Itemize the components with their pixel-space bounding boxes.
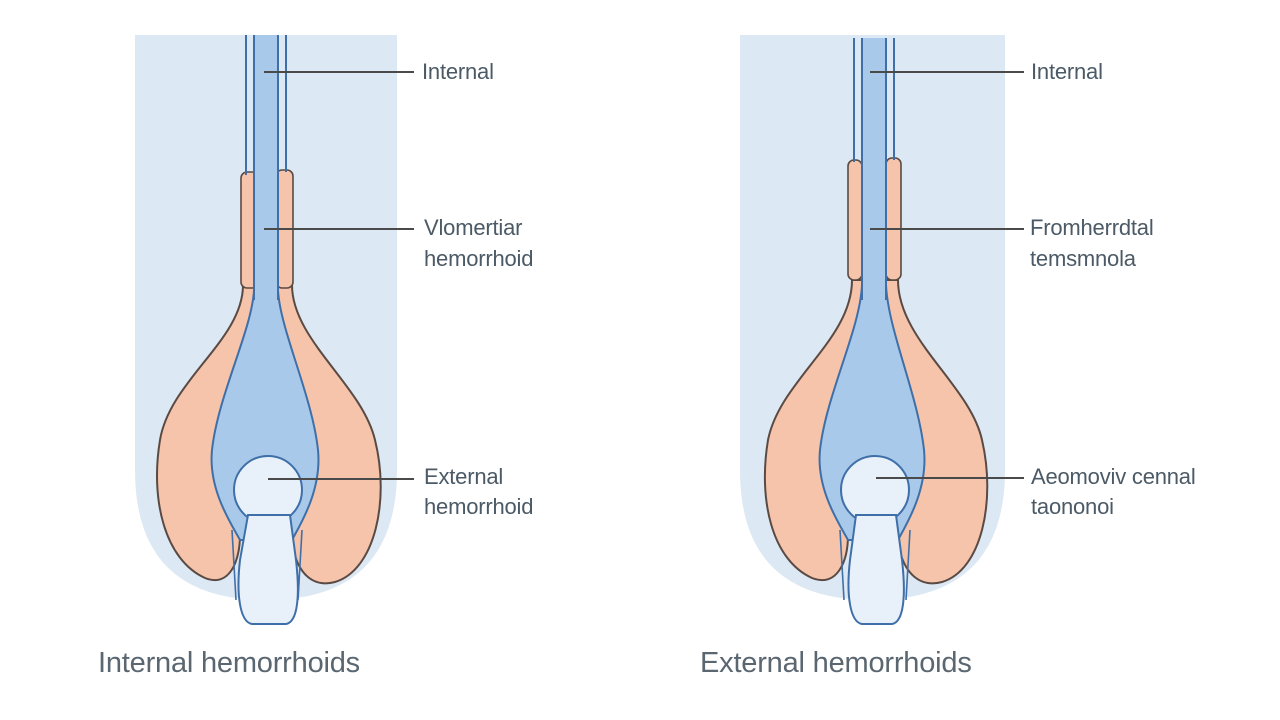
left-label-bottom-line2: hemorrhoid — [424, 494, 534, 519]
left-diagram — [135, 35, 414, 625]
right-label-middle-line1: Fromherrdtal — [1030, 215, 1154, 240]
right-canal-detail-1 — [839, 529, 845, 601]
right-vessel-tube — [862, 38, 886, 300]
right-caption: External hemorrhoids — [700, 647, 972, 679]
right-label-bottom-line1: Aeomoviv cennal — [1031, 464, 1196, 489]
left-canal-detail-1 — [231, 529, 237, 601]
left-label-middle-line1: Vlomertiar — [424, 215, 523, 240]
right-label-bottom-line2: taononoi — [1031, 494, 1114, 519]
left-vessel-tube — [254, 35, 278, 300]
left-anal-opening — [233, 455, 303, 525]
right-upper-tissue-left — [847, 159, 863, 281]
right-label-internal: Internal — [1031, 59, 1103, 84]
left-label-bottom-line1: External — [424, 464, 504, 489]
right-label-middle-line2: temsmnola — [1030, 246, 1136, 271]
left-caption: Internal hemorrhoids — [98, 647, 360, 679]
right-canal-detail-2 — [905, 529, 911, 601]
right-lower-canal — [847, 514, 905, 625]
left-label-middle-line2: hemorrhoid — [424, 246, 534, 271]
left-label-internal: Internal — [422, 59, 494, 84]
left-canal-detail-2 — [297, 529, 303, 601]
left-lower-canal — [237, 514, 299, 625]
right-anal-opening — [840, 455, 910, 525]
right-upper-tissue-right — [885, 157, 902, 281]
right-diagram — [740, 35, 1024, 625]
